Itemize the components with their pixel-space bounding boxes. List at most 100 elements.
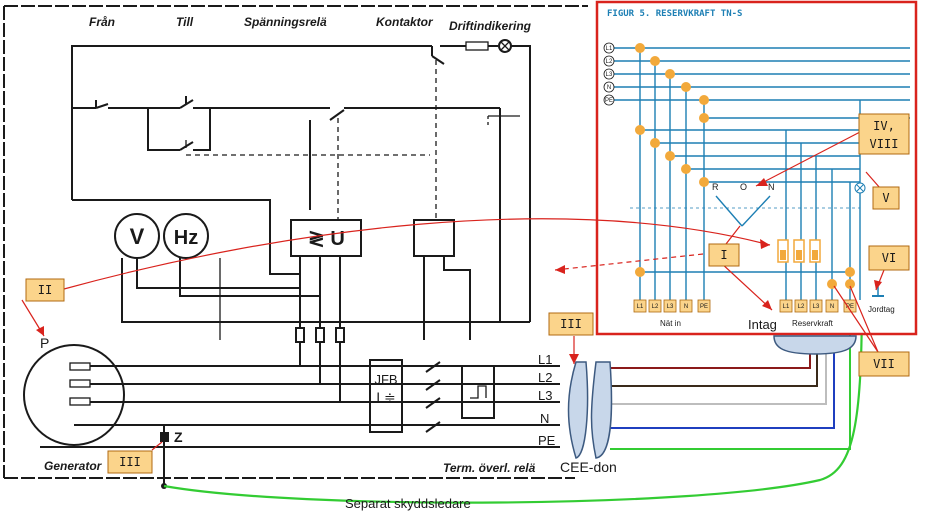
callout-tag-iii-cable: III <box>548 312 594 336</box>
callout-tag-vi: VI <box>868 245 910 271</box>
intag-connector: Intag <box>748 317 857 355</box>
reservkraft-figure: FIGUR 5. RESERVKRAFT TN-S L1 L2 L3 N <box>595 0 918 336</box>
arrow-i-intag <box>719 261 773 311</box>
jfb-box: JFB I ≑ <box>369 359 403 433</box>
conductor-pe: PE <box>538 433 556 448</box>
earth-point-z: Z <box>160 425 183 489</box>
heading-contactor: Kontaktor <box>376 15 434 29</box>
bus-label-l1: L1 <box>606 46 613 52</box>
generator-label: Generator <box>44 459 103 473</box>
callout-v-text: V <box>882 191 889 205</box>
terminal-left-l2: L2 <box>652 304 659 310</box>
callout-tag-iv: IV, VIII <box>858 113 910 155</box>
control-circuit: ≷ U <box>71 39 531 343</box>
conductor-l2: L2 <box>538 370 552 385</box>
reservkraft-label: Reservkraft <box>792 319 834 328</box>
arrow-vii-b <box>833 285 879 353</box>
arrow-i-switch <box>725 225 741 245</box>
callout-ii-text: II <box>38 283 52 297</box>
figure-title: FIGUR 5. RESERVKRAFT TN-S <box>607 9 742 19</box>
voltmeter: V <box>114 213 160 259</box>
conductor-l3: L3 <box>538 388 552 403</box>
callout-arrows <box>21 131 885 451</box>
heading-to: Till <box>176 15 194 29</box>
fuse-symbol <box>465 41 489 51</box>
callout-iv-line2: VIII <box>870 137 899 151</box>
heading-voltage-relay: Spänningsrelä <box>244 15 327 29</box>
frequency-meter: Hz <box>163 213 209 259</box>
switch-pos-r: R <box>712 182 719 192</box>
bus-label-l3: L3 <box>606 72 613 78</box>
terminal-right-l1: L1 <box>783 304 790 310</box>
arrow-i-dashed <box>554 253 704 271</box>
bus-label-n: N <box>607 85 611 91</box>
conductor-labels: L1 L2 L3 N PE <box>538 352 556 448</box>
cee-label: CEE-don <box>560 459 617 475</box>
jfb-symbol: I ≑ <box>376 389 396 405</box>
conductor-n: N <box>540 411 549 426</box>
callout-tag-vii: VII <box>858 351 910 377</box>
bus-labels: L1 L2 L3 N PE <box>603 42 615 106</box>
schematic-frame <box>3 5 588 479</box>
switch-pos-n: N <box>768 182 775 192</box>
arrow-iii-generator <box>151 441 163 451</box>
callout-tag-i: I <box>708 243 740 267</box>
changeover-switch: R O N <box>630 182 860 227</box>
terminals-left: L1 L2 L3 N PE <box>633 299 711 313</box>
terminal-left-pe: PE <box>700 304 708 310</box>
relay-symbol: ≷ U <box>308 228 345 250</box>
jfb-label: JFB <box>374 372 397 387</box>
terminal-right-l3: L3 <box>813 304 820 310</box>
arrow-ii <box>63 218 771 290</box>
callout-vi-text: VI <box>882 251 896 265</box>
frequency-meter-label: Hz <box>174 227 198 249</box>
callout-iii-cable-text: III <box>560 317 582 331</box>
nat-in-label: Nät in <box>660 319 681 328</box>
arrow-v <box>865 171 881 189</box>
conductor-l1: L1 <box>538 352 552 367</box>
intag-label: Intag <box>748 317 777 332</box>
voltmeter-label: V <box>130 224 145 249</box>
callout-tag-iii-generator: III <box>107 450 153 474</box>
callout-i-text: I <box>720 248 727 262</box>
terminal-left-l3: L3 <box>667 304 674 310</box>
main-conductors <box>40 342 560 448</box>
terminal-right-pe: PE <box>846 304 854 310</box>
bus-label-l2: L2 <box>606 59 613 65</box>
callout-tag-v: V <box>872 186 900 210</box>
junction-dots <box>635 43 855 289</box>
switch-pos-o: O <box>740 182 747 192</box>
reserve-fuses <box>777 239 821 263</box>
heading-run-indication: Driftindikering <box>449 19 532 33</box>
jordtag-label: Jordtag <box>868 305 895 314</box>
indicator-lamp-icon-figure <box>854 182 866 194</box>
callout-iii-generator-text: III <box>119 455 141 469</box>
callout-vii-text: VII <box>873 357 895 371</box>
contactor-coil-box <box>413 219 455 257</box>
overload-relay-box <box>461 365 495 419</box>
separate-earth-wire <box>163 289 864 504</box>
arrow-iv <box>755 131 861 187</box>
terminal-left-l1: L1 <box>637 304 644 310</box>
terminal-right-n: N <box>830 304 834 310</box>
pulse-icon <box>470 385 487 399</box>
terminals-right: L1 L2 L3 N PE <box>779 299 857 313</box>
terminal-left-n: N <box>684 304 688 310</box>
contactor-switches: Term. överl. relä <box>425 361 536 475</box>
voltage-relay-box <box>290 219 362 257</box>
arrow-vii-a <box>849 285 879 353</box>
z-label: Z <box>174 429 183 445</box>
indicator-lamp-icon <box>498 39 512 53</box>
cee-connector: CEE-don <box>560 361 617 475</box>
bus-label-pe: PE <box>605 98 613 104</box>
separate-earth-label: Separat skyddsledare <box>345 496 471 511</box>
schematic-headings: Från Till Spänningsrelä Kontaktor Drifti… <box>89 15 532 33</box>
callout-iv-line1: IV, <box>873 119 895 133</box>
term-relay-label: Term. överl. relä <box>443 461 536 475</box>
callout-tag-ii: II <box>25 278 65 302</box>
terminal-right-l2: L2 <box>798 304 805 310</box>
heading-from: Från <box>89 15 115 29</box>
generator-p-label: P <box>40 335 49 351</box>
